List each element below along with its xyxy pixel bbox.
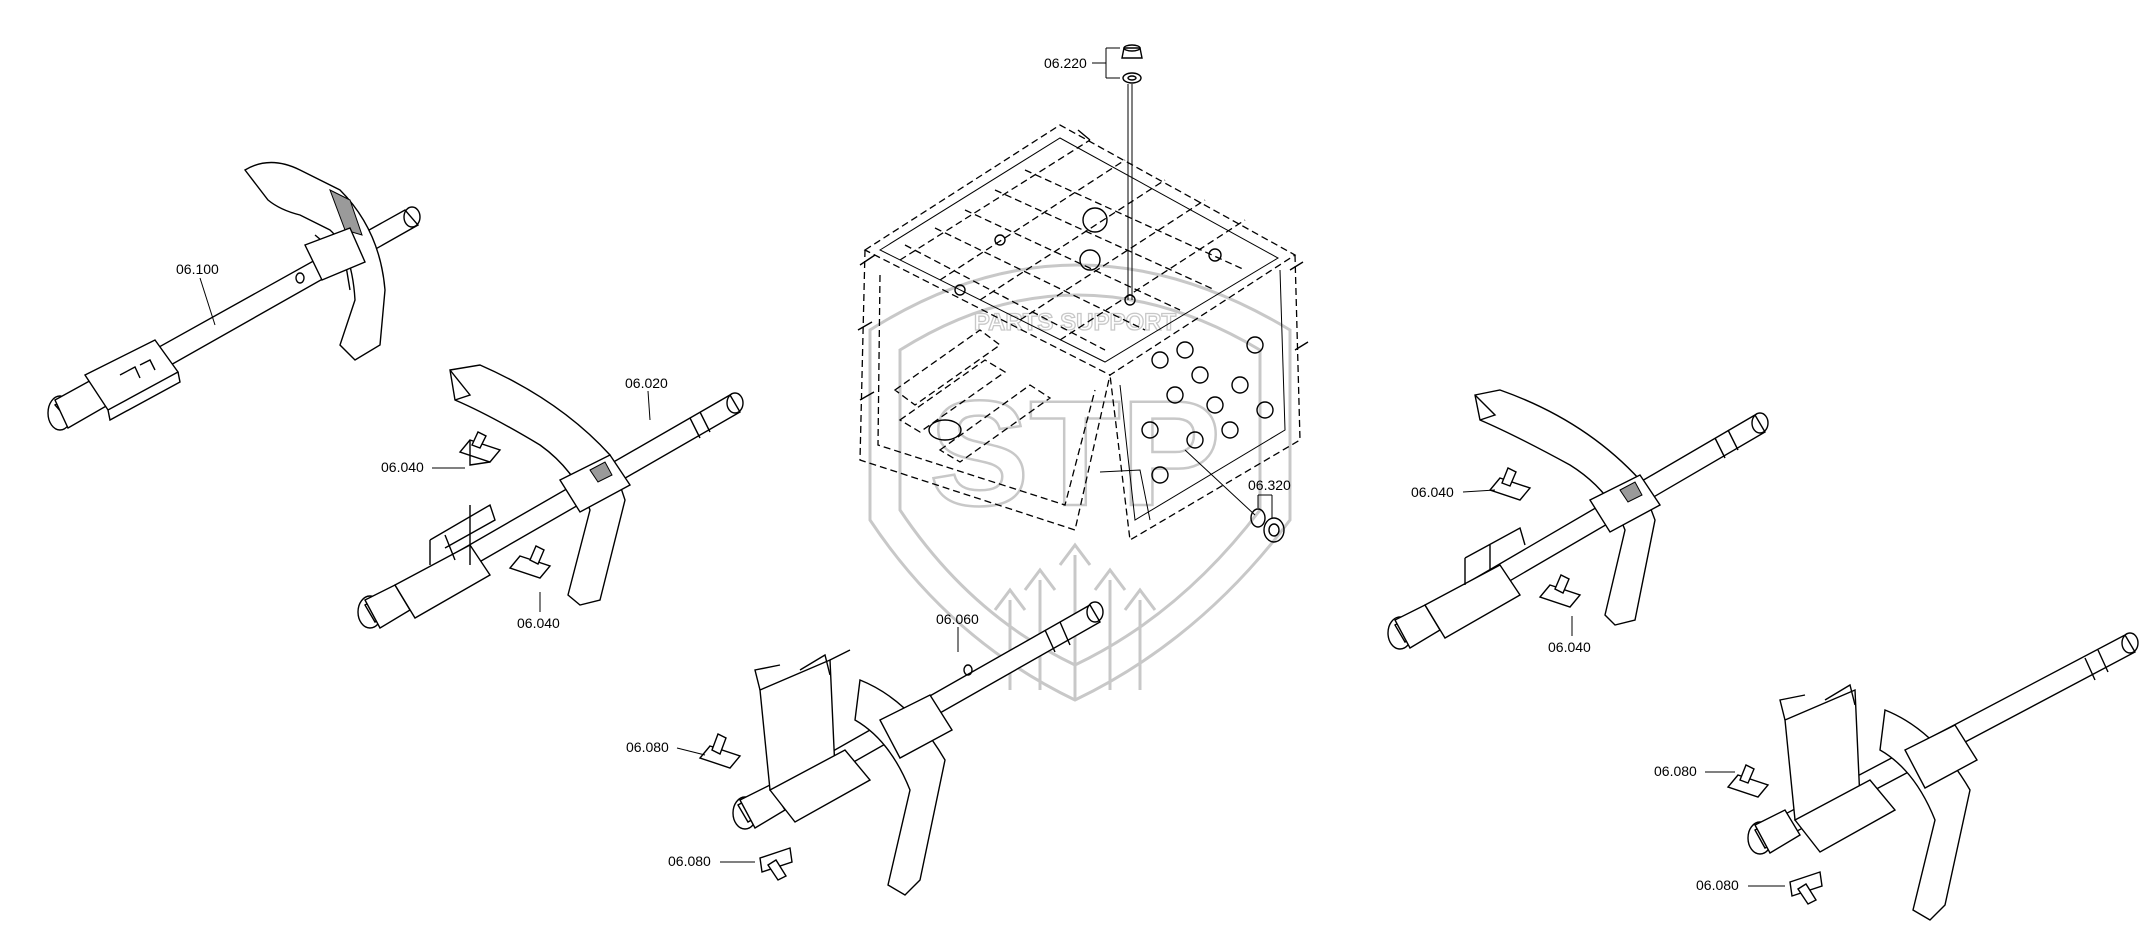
pin-06-080-c (1726, 764, 1770, 798)
watermark-subtext: PARTS SUPPORT (974, 309, 1177, 336)
callout-06-080-right-lower: 06.080 (1696, 877, 1739, 893)
gearbox-housing (857, 124, 1309, 542)
callout-06-040-right-lower: 06.040 (1548, 639, 1591, 655)
plug-06-220 (1121, 44, 1143, 300)
callout-06-020: 06.020 (625, 375, 668, 391)
pin-06-080-b (759, 847, 793, 881)
plug-06-320 (1184, 449, 1285, 543)
pin-06-040-d (1538, 574, 1582, 608)
callout-06-080-right-upper: 06.080 (1654, 763, 1697, 779)
shift-rod-06-020 (357, 364, 744, 629)
callout-leaders (199, 47, 1785, 887)
pin-06-040-c (1488, 467, 1532, 501)
pin-06-080-d (1789, 871, 1823, 905)
shift-rod-06-060 (732, 601, 1104, 896)
callout-06-080-centre-upper: 06.080 (626, 739, 669, 755)
watermark-text: STP (929, 369, 1221, 537)
callout-06-040-left-lower: 06.040 (517, 615, 560, 631)
pin-06-080-a (698, 733, 742, 769)
callout-06-040-left-upper: 06.040 (381, 459, 424, 475)
callout-06-220: 06.220 (1044, 55, 1087, 71)
shift-rod-right-upper (1387, 389, 1769, 650)
shift-rod-06-100 (47, 161, 421, 431)
shift-rod-right-lower (1747, 632, 2139, 921)
callout-06-060: 06.060 (936, 611, 979, 627)
callout-06-040-right-upper: 06.040 (1411, 484, 1454, 500)
pin-06-040-b (508, 545, 552, 579)
pin-06-040-a (458, 431, 502, 466)
callout-06-320: 06.320 (1248, 477, 1291, 493)
callout-06-080-centre-lower: 06.080 (668, 853, 711, 869)
callout-labels: 06.220 06.100 06.020 06.040 06.040 06.32… (176, 55, 1739, 893)
callout-06-100: 06.100 (176, 261, 219, 277)
housing-holes (954, 207, 1274, 484)
